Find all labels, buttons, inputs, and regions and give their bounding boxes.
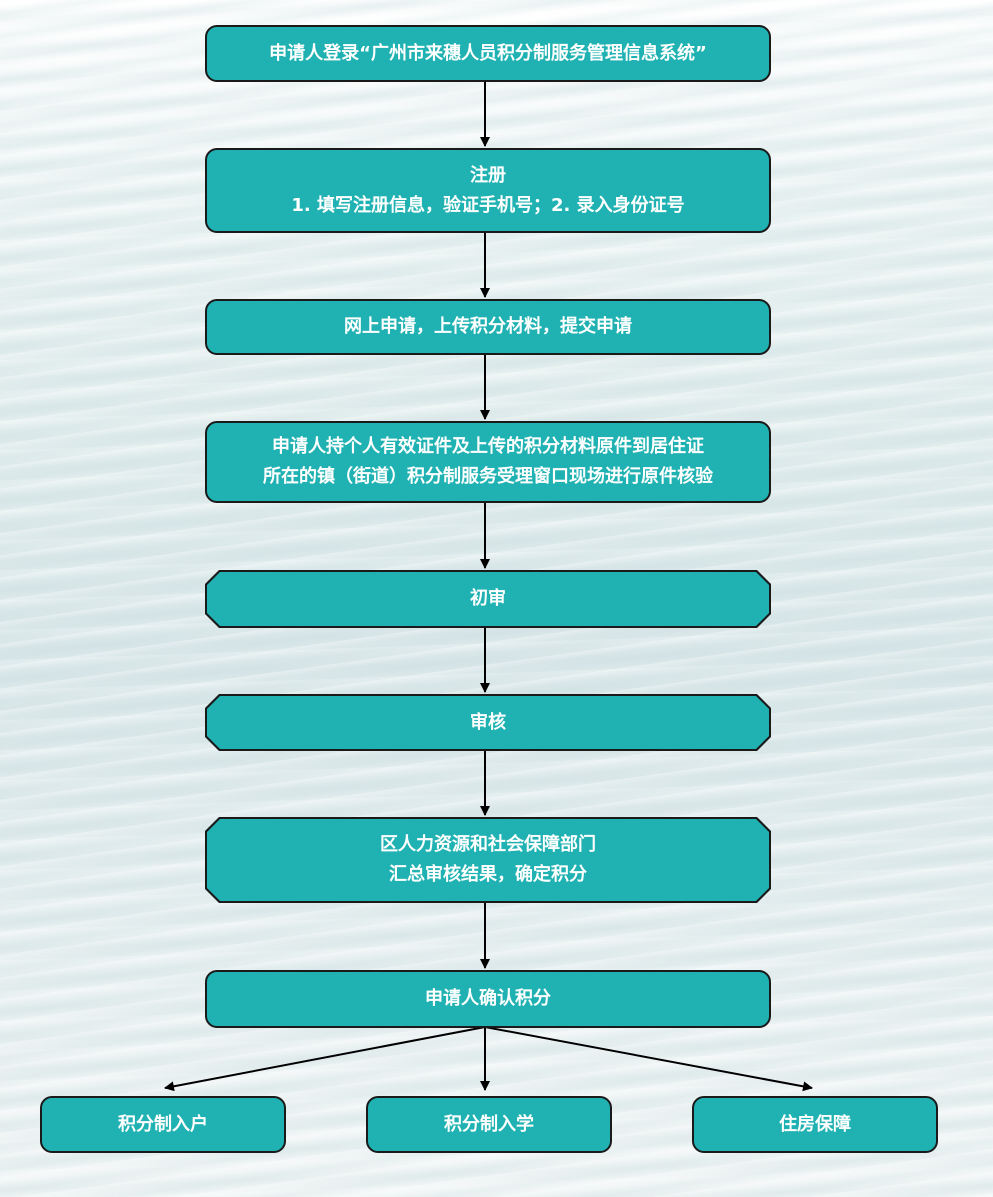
step-district-line1: 区人力资源和社会保障部门 — [380, 834, 596, 855]
step-register-detail: 1. 填写注册信息，验证手机号；2. 录入身份证号 — [291, 194, 685, 216]
step-district-summary: 区人力资源和社会保障部门 汇总审核结果，确定积分 — [205, 817, 771, 903]
step-confirm-points: 申请人确认积分 — [205, 970, 771, 1028]
step-district-line2: 汇总审核结果，确定积分 — [389, 864, 587, 885]
step-apply-online: 网上申请，上传积分材料，提交申请 — [205, 299, 771, 355]
arrow-confirm-to-housing — [484, 1026, 813, 1092]
outcome-household-text: 积分制入户 — [118, 1113, 208, 1135]
step-verify-originals: 申请人持个人有效证件及上传的积分材料原件到居住证 所在的镇（街道）积分制服务受理… — [205, 421, 771, 503]
step-login-text: 申请人登录“广州市来穗人员积分制服务管理信息系统” — [269, 42, 707, 64]
step-verify-line2: 所在的镇（街道）积分制服务受理窗口现场进行原件核验 — [263, 466, 713, 487]
step-review: 审核 — [205, 694, 771, 751]
step-preliminary-review-text: 初审 — [470, 588, 506, 609]
outcome-household-registration: 积分制入户 — [40, 1096, 286, 1153]
outcome-school-text: 积分制入学 — [444, 1113, 534, 1135]
step-review-text: 审核 — [470, 711, 506, 733]
arrow-confirm-to-household — [164, 1026, 486, 1092]
outcome-school-admission: 积分制入学 — [366, 1096, 612, 1153]
outcome-housing-text: 住房保障 — [779, 1113, 851, 1135]
outcome-housing-security: 住房保障 — [692, 1096, 938, 1153]
step-preliminary-review: 初审 — [205, 570, 771, 628]
step-confirm-points-text: 申请人确认积分 — [425, 988, 551, 1009]
step-register: 注册 1. 填写注册信息，验证手机号；2. 录入身份证号 — [205, 148, 771, 233]
step-verify-line1: 申请人持个人有效证件及上传的积分材料原件到居住证 — [272, 436, 704, 457]
step-register-title: 注册 — [470, 164, 506, 186]
step-login: 申请人登录“广州市来穗人员积分制服务管理信息系统” — [205, 25, 771, 82]
step-apply-online-text: 网上申请，上传积分材料，提交申请 — [344, 316, 632, 337]
